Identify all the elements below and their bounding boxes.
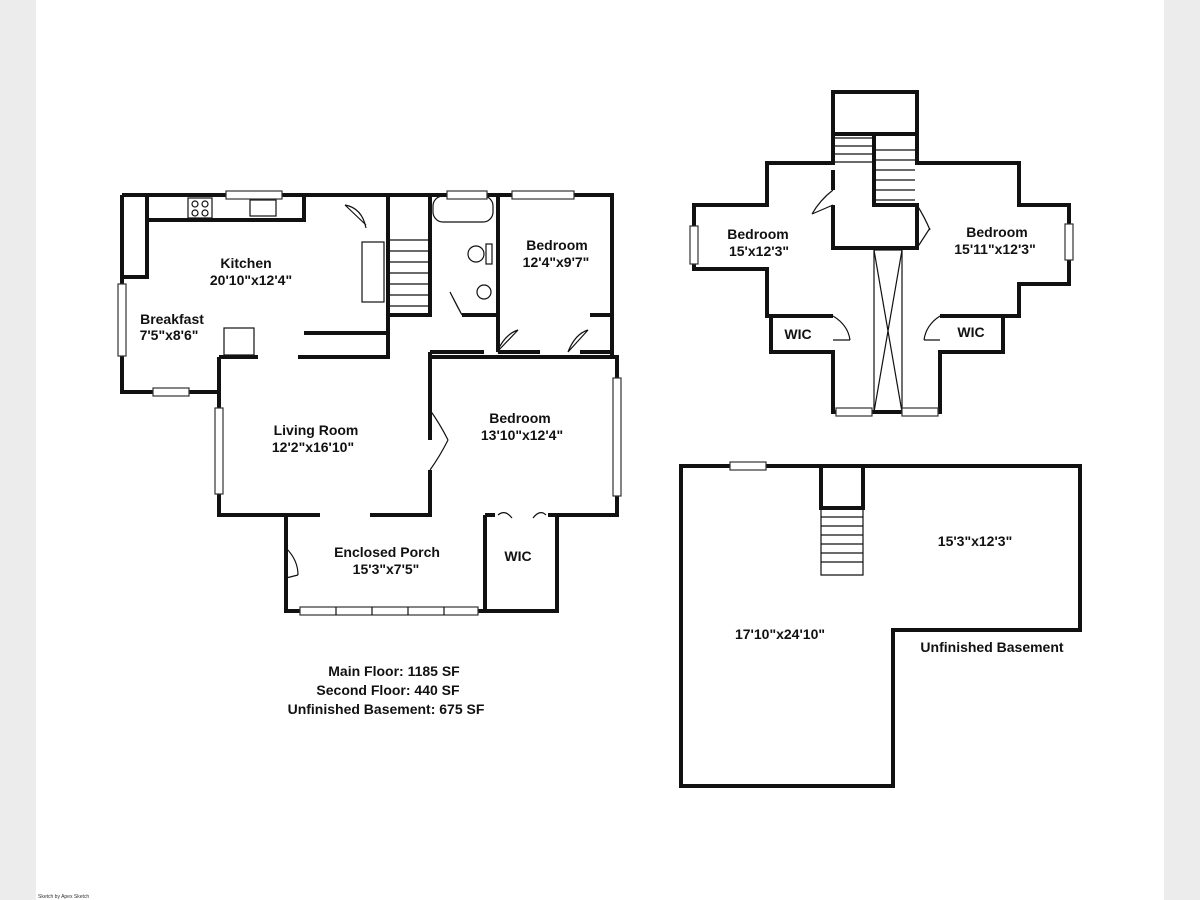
basement-plan: 15'3"x12'3" 17'10"x24'10" Unfinished Bas… [679, 461, 1082, 788]
window [152, 387, 190, 397]
window [225, 190, 283, 200]
second-floor-plan: Bedroom 15'x12'3" Bedroom 15'11"x12'3" W… [689, 90, 1074, 417]
door-swing [832, 315, 851, 341]
second-floor-area: Second Floor: 440 SF [316, 682, 460, 698]
window [835, 407, 873, 417]
basement-upper-dim: 15'3"x12'3" [938, 533, 1012, 549]
basement-main-dim: 17'10"x24'10" [735, 626, 825, 642]
door-swing [344, 204, 367, 229]
stove [187, 197, 213, 219]
breakfast-dim: 7'5"x8'6" [140, 327, 199, 343]
window [901, 407, 939, 417]
porch-windows [299, 606, 479, 616]
door-swing [923, 315, 941, 341]
window [446, 190, 488, 200]
area-summary: Main Floor: 1185 SF Second Floor: 440 SF… [288, 663, 485, 717]
door-swing [811, 189, 834, 215]
door-swing [285, 547, 299, 579]
door-swing [449, 291, 463, 316]
main-floor-area: Main Floor: 1185 SF [328, 663, 460, 679]
refrigerator [361, 241, 385, 303]
upper-bedroom-right-label: Bedroom [966, 224, 1027, 240]
bedroom-front-label: Bedroom [489, 410, 550, 426]
upper-bedroom-left-label: Bedroom [727, 226, 788, 242]
living-room-label: Living Room [274, 422, 359, 438]
upper-stairs [835, 137, 915, 201]
door-swing [916, 204, 931, 249]
living-room-dim: 12'2"x16'10" [272, 439, 354, 455]
window [214, 407, 224, 495]
basement-area: Unfinished Basement: 675 SF [288, 701, 485, 717]
kitchen-sink [249, 199, 277, 217]
upper-bedroom-right-dim: 15'11"x12'3" [954, 241, 1035, 257]
window [117, 283, 127, 357]
door-swing [497, 512, 547, 519]
upper-wic-right-label: WIC [957, 324, 984, 340]
upper-wic-left-label: WIC [784, 326, 811, 342]
sketch-credit: Sketch by Apex Sketch [38, 894, 89, 900]
door-swing [567, 329, 589, 353]
door-swing [429, 409, 449, 471]
main-floor-plan: Kitchen 20'10"x12'4" Breakfast 7'5"x8'6"… [117, 190, 622, 616]
kitchen-counter [145, 195, 306, 222]
window [612, 377, 622, 497]
window [1064, 223, 1074, 261]
window [729, 461, 767, 471]
bedroom-rear-label: Bedroom [526, 237, 587, 253]
basement-outer-wall [679, 464, 1082, 788]
window [689, 225, 699, 265]
enclosed-porch-dim: 15'3"x7'5" [353, 561, 420, 577]
toilet [467, 245, 485, 263]
bedroom-front-dim: 13'10"x12'4" [481, 427, 563, 443]
door-swing [496, 329, 519, 353]
enclosed-porch-label: Enclosed Porch [334, 544, 440, 560]
second-floor-outer-wall [831, 90, 919, 136]
upper-bedroom-left-dim: 15'x12'3" [729, 243, 789, 259]
floor-plan-sheet [36, 0, 1164, 900]
wic-label: WIC [504, 548, 531, 564]
basement-label: Unfinished Basement [920, 639, 1063, 655]
kitchen-label: Kitchen [220, 255, 271, 271]
bathtub [432, 195, 494, 223]
kitchen-dim: 20'10"x12'4" [210, 272, 292, 288]
basement-stairs [820, 508, 864, 576]
stairwell-opening [873, 249, 903, 413]
main-stairs [390, 239, 430, 307]
sink [476, 284, 492, 300]
bedroom-rear-dim: 12'4"x9'7" [523, 254, 590, 270]
breakfast-counter [223, 327, 255, 356]
window [511, 190, 575, 200]
kitchen-living-wall [217, 195, 390, 392]
breakfast-label: Breakfast [140, 311, 204, 327]
